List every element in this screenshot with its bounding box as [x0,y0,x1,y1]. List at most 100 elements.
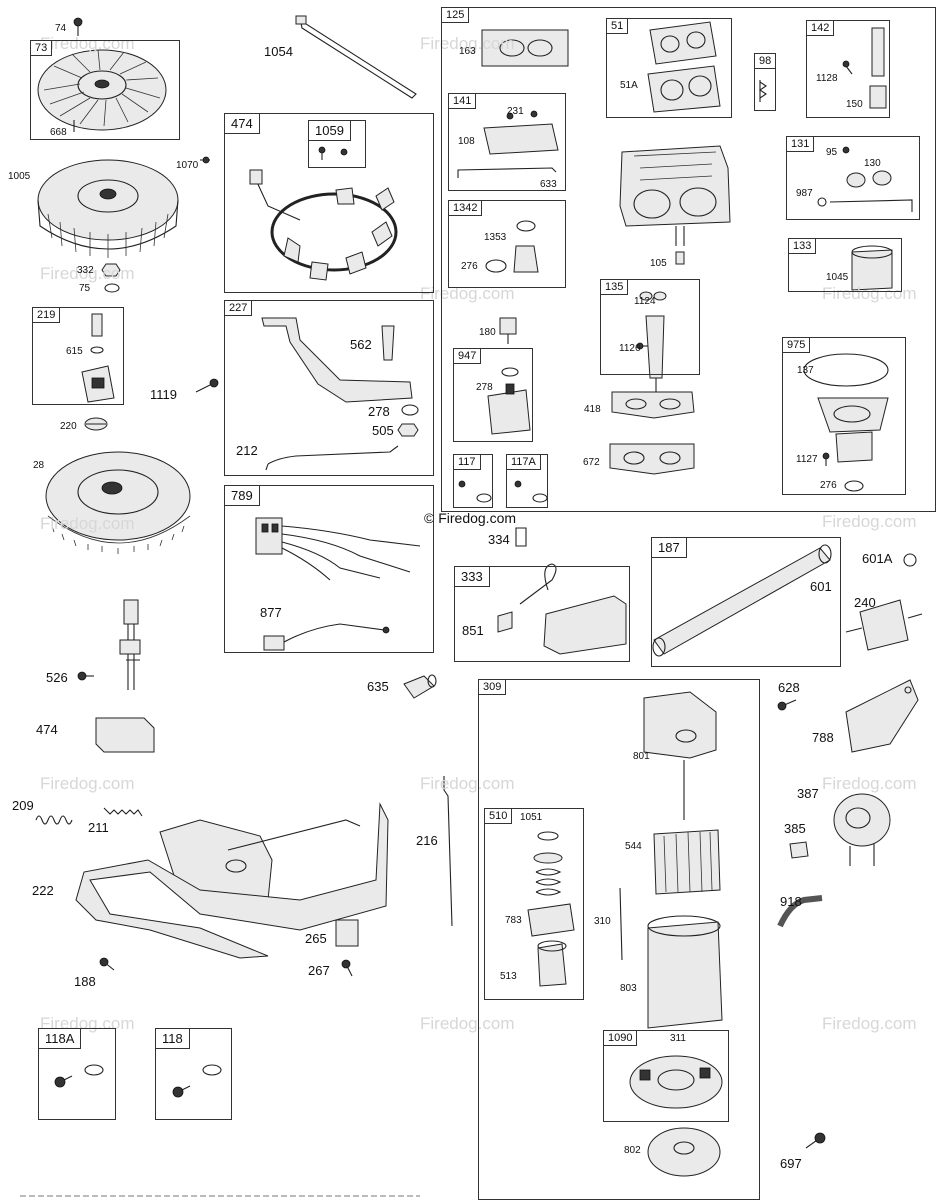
fuel-pump-387-drawing [833,793,891,866]
callout-276: 276 [461,261,478,272]
callout-209: 209 [12,798,34,813]
callout-180: 180 [479,327,496,338]
brush-holder-1090-drawing [629,1055,723,1109]
kit-box-947: 947 [453,348,533,442]
ignition-module-219-drawing [81,313,115,403]
callout-387: 387 [797,786,819,801]
screw-697-drawing [805,1132,826,1149]
kit-box-125: 125 [441,7,936,512]
screws-118-drawing [54,1064,222,1098]
part-334-drawing [515,527,527,547]
kit-box-975: 975 [782,337,906,495]
callout-231: 231 [507,106,524,117]
callout-163: 163 [459,46,476,57]
callout-788: 788 [812,730,834,745]
callout-513: 513 [500,971,517,982]
kit-box-number: 1342 [448,200,483,216]
callout-278: 278 [476,382,493,393]
plug-180-drawing [499,317,517,344]
callout-265: 265 [305,931,327,946]
callout-334: 334 [488,532,510,547]
kit-box-number: 142 [806,20,835,36]
flywheel-28-drawing [45,451,191,554]
elbow-918-drawing [777,895,823,928]
kit-box-number: 474 [224,113,260,134]
kit-box-number: 135 [600,279,629,295]
callout-150: 150 [846,99,863,110]
link-rod-216-drawing [443,776,453,927]
kit-box-number: 510 [484,808,513,824]
callout-633: 633 [540,179,557,190]
starter-309-drawing [619,691,723,1029]
kit-box-number: 117A [506,454,541,470]
watermark: Firedog.com [40,264,135,283]
callout-1127: 1127 [796,454,818,465]
watermark: Firedog.com [40,774,135,793]
kit-box-number: 1059 [308,120,351,141]
screw-188-drawing [99,957,115,971]
flywheel-fan-1005-drawing [37,159,179,258]
callout-267: 267 [308,963,330,978]
kit-box-187: 187 [651,537,841,667]
callout-1124: 1124 [634,296,656,307]
kit-box-number: 333 [454,566,490,587]
kit-box-1342: 1342 [448,200,566,288]
watermark: Firedog.com [420,34,515,53]
callout-1126: 1126 [619,343,641,354]
callout-385: 385 [784,821,806,836]
watermark: Firedog.com [40,514,135,533]
callout-137: 137 [797,365,814,376]
kit-box-number: 789 [224,485,260,506]
callout-1119: 1119 [150,387,177,402]
callout-51A: 51A [620,80,638,91]
callout-418: 418 [584,404,601,415]
kit-box-333: 333 [454,566,630,662]
kit-box-1090: 1090 [603,1030,729,1122]
callout-74: 74 [55,23,67,34]
bowl-975-drawing [803,353,889,492]
callout-1045: 1045 [826,272,849,283]
jet-135-drawing [636,291,667,392]
kit-box-227: 227 [224,300,434,476]
valve-1342-drawing [485,220,539,273]
kit-box-number: 117 [453,454,481,470]
callout-526: 526 [46,670,68,685]
callout-851: 851 [462,623,484,638]
callout-635: 635 [367,679,389,694]
callout-220: 220 [60,421,77,432]
blower-housing-73-drawing [37,49,167,132]
kit-box-117: 117 [453,454,493,508]
callout-216: 216 [416,833,438,848]
screw-1070-drawing [200,156,210,164]
kit-box-number: 118 [155,1028,190,1049]
callout-240: 240 [854,595,876,610]
callout-562: 562 [350,337,372,352]
watermark: Firedog.com [822,512,917,531]
kit-box-510: 510 [484,808,584,1000]
kit-box-135: 135 [600,279,700,375]
kit-box-141: 141 [448,93,566,191]
governor-bracket-227-drawing [261,317,419,471]
callout-108: 108 [458,136,475,147]
springs-drawing [35,807,143,825]
tube-187-drawing [652,544,832,657]
bracket-142-drawing [842,27,887,109]
kit-box-number: 51 [606,18,629,34]
callout-672: 672 [583,457,600,468]
callout-668: 668 [50,127,67,138]
kit-box-number: 227 [224,300,253,316]
carburetor-body-drawing [619,145,731,265]
kit-box-number: 73 [30,40,53,56]
watermark: Firedog.com [420,1014,515,1033]
tie-strap-1054-drawing [295,15,417,99]
screw-74-drawing [73,17,83,36]
kit-box-number: 975 [782,337,811,353]
callout-918: 918 [780,894,802,909]
regulator-474-drawing [77,599,155,753]
ignition-coil-333-drawing [497,563,627,655]
alternator-stator-474-drawing [249,146,398,281]
kit-box-number: 219 [32,307,61,323]
nut-washer-drawing [101,263,121,293]
callout-615: 615 [66,346,83,357]
